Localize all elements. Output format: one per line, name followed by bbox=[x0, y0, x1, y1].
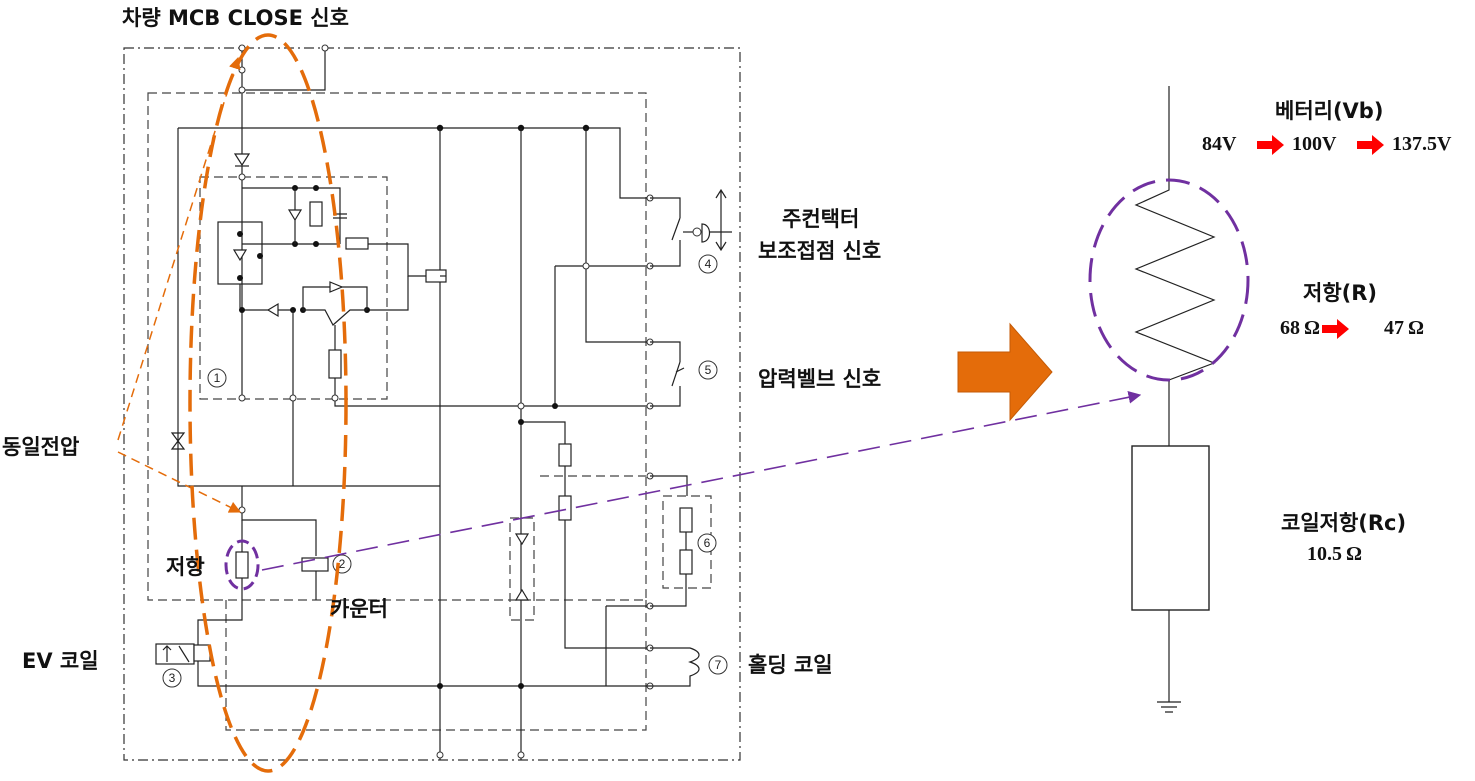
red-arrow-icon bbox=[1357, 135, 1384, 155]
marker-5: 5 bbox=[698, 360, 718, 380]
main-contactor-aux-label: 보조접점 신호 bbox=[758, 239, 881, 263]
main-contactor-label: 주컨택터 bbox=[782, 207, 859, 231]
red-arrow-icon bbox=[1322, 319, 1349, 339]
right-circuit bbox=[1131, 86, 1216, 713]
same-voltage-arrow-top bbox=[117, 56, 241, 441]
svg-text:3: 3 bbox=[169, 671, 176, 685]
big-arrow-icon bbox=[957, 322, 1053, 422]
resistance-highlight bbox=[1088, 178, 1250, 382]
mcb-close-signal-label: 차량 MCB CLOSE 신호 bbox=[122, 6, 349, 30]
battery-title: 베터리(Vb) bbox=[1275, 99, 1383, 123]
svg-text:7: 7 bbox=[715, 658, 722, 672]
ground-icon bbox=[1157, 701, 1181, 713]
outer-boundary bbox=[123, 47, 741, 761]
same-voltage-highlight bbox=[188, 33, 348, 773]
module-1-boundary bbox=[199, 176, 388, 400]
marker-4: 4 bbox=[698, 254, 718, 274]
holding-coil-label: 홀딩 코일 bbox=[748, 653, 833, 677]
marker-3: 3 bbox=[162, 668, 182, 688]
resistor-component bbox=[235, 551, 249, 579]
resistor-label: 저항 bbox=[166, 555, 205, 579]
inner-boundary bbox=[147, 92, 647, 601]
same-voltage-arrow-bottom bbox=[117, 451, 242, 513]
svg-text:2: 2 bbox=[339, 557, 346, 571]
lower-boundary bbox=[225, 600, 647, 731]
resistor-link-arrow bbox=[261, 390, 1142, 571]
marker-7: 7 bbox=[708, 655, 728, 675]
same-voltage-label: 동일전압 bbox=[2, 435, 79, 459]
svg-text:1: 1 bbox=[214, 371, 221, 385]
battery-v2: 100V bbox=[1292, 133, 1337, 155]
coil-box bbox=[1131, 445, 1210, 611]
marker-2: 2 bbox=[332, 554, 352, 574]
coil-title: 코일저항(Rc) bbox=[1281, 511, 1406, 535]
ev-coil-label: EV 코일 bbox=[22, 649, 99, 673]
resistor-zigzag bbox=[1134, 86, 1216, 446]
battery-v3: 137.5V bbox=[1392, 133, 1452, 155]
svg-text:5: 5 bbox=[705, 363, 712, 377]
marker-1: 1 bbox=[207, 368, 227, 388]
red-arrow-icon bbox=[1257, 135, 1284, 155]
pressure-valve-label: 압력벨브 신호 bbox=[758, 367, 881, 391]
marker-6: 6 bbox=[697, 533, 717, 553]
resistor-highlight bbox=[224, 539, 260, 591]
left-schematic: 1 2 3 4 5 6 7 bbox=[123, 44, 741, 761]
svg-text:4: 4 bbox=[705, 257, 712, 271]
diode-icon bbox=[233, 153, 251, 167]
svg-text:6: 6 bbox=[704, 536, 711, 550]
battery-v1: 84V bbox=[1202, 133, 1237, 155]
counter-label: 카운터 bbox=[330, 597, 388, 621]
resistance-title: 저항(R) bbox=[1303, 281, 1377, 305]
